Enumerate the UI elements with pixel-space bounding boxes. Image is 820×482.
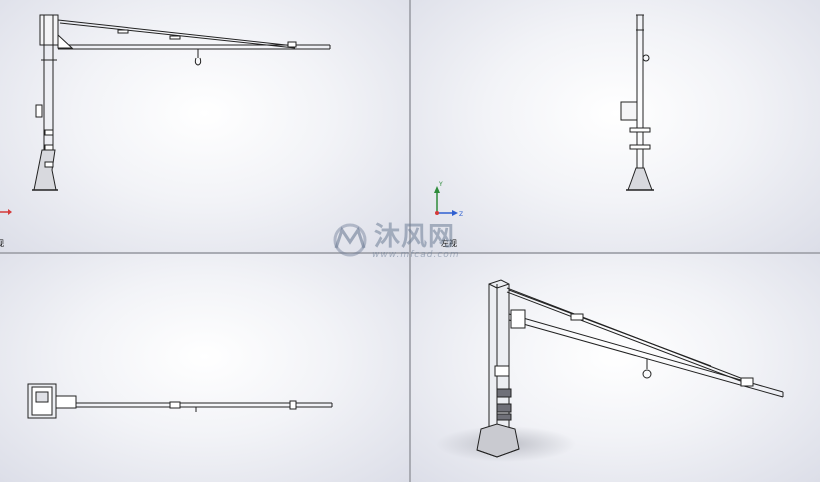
front-view-crane-drawing (0, 14, 331, 215)
isometric-view-viewport[interactable] (411, 254, 820, 482)
side-view-label: 左视 (441, 239, 457, 248)
side-view-crane-drawing: Y Z (434, 14, 654, 218)
viewport-divider-vertical[interactable] (409, 0, 411, 482)
front-view-viewport[interactable]: 视 (0, 0, 409, 252)
top-view-crane-drawing (27, 383, 333, 419)
axis-y-label: Y (438, 181, 443, 188)
front-view-label: 视 (0, 238, 4, 249)
viewport-divider-horizontal[interactable] (0, 252, 820, 254)
side-view-viewport[interactable]: Y Z (411, 0, 820, 252)
isometric-view-crane-drawing (436, 279, 784, 462)
axis-z-label: Z (459, 211, 463, 218)
top-view-viewport[interactable] (0, 254, 409, 482)
axis-triad-icon (434, 186, 458, 216)
